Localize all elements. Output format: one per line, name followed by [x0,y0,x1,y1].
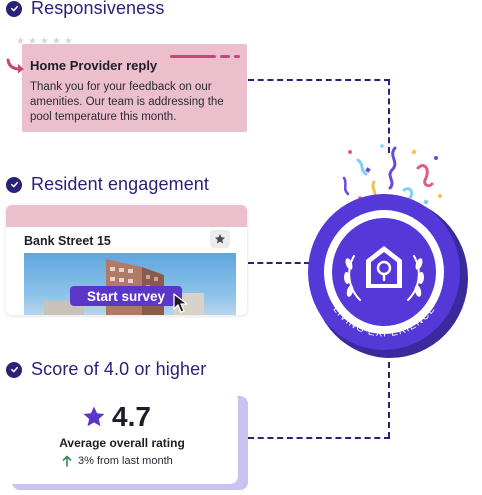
rating-value: 4.7 [112,401,151,432]
arrow-up-icon [62,455,72,467]
section-title: Score of 4.0 or higher [31,359,207,379]
decorative-line [220,55,230,58]
section-title: Responsiveness [31,0,165,18]
reply-title: Home Provider reply [30,58,158,73]
resident-trusted-badge: RESIDENT TRUSTED LIVING EXPERIENCE [300,138,480,363]
home-shield-icon [366,246,402,288]
section-title: Resident engagement [31,174,210,194]
section-heading-score: Score of 4.0 or higher [6,359,206,380]
section-heading-engagement: Resident engagement [6,174,209,195]
provider-reply-card: ★★★★★ Home Provider reply Thank you for … [16,36,247,132]
decorative-line [234,55,240,58]
start-survey-button[interactable]: Start survey [70,286,182,306]
star-icon [83,406,105,427]
section-heading-responsiveness: Responsiveness [6,0,164,19]
decorative-line [170,55,216,58]
faded-rating-stars: ★★★★★ [16,36,76,47]
check-circle-icon [6,176,22,193]
rating-change-text: 3% from last month [78,455,173,467]
rating-card: 4.7 Average overall rating 3% from last … [6,392,238,484]
rating-summary: 4.7 [82,401,151,433]
connector-line [248,437,390,439]
connector-line [248,79,390,81]
connector-line [248,262,310,264]
favorite-button[interactable] [210,230,230,248]
confetti [342,144,442,205]
property-card-header [6,205,247,227]
connector-line [388,352,390,438]
rating-change: 3% from last month [62,455,173,467]
cursor-arrow-icon [173,293,188,313]
star-icon [215,234,225,244]
check-circle-icon [6,0,22,17]
rating-label: Average overall rating [59,436,185,450]
check-circle-icon [6,361,22,378]
property-name: Bank Street 15 [24,234,111,248]
connector-line [388,79,390,153]
reply-arrow-icon [6,58,24,74]
reply-body: Thank you for your feedback on our ameni… [30,81,224,123]
